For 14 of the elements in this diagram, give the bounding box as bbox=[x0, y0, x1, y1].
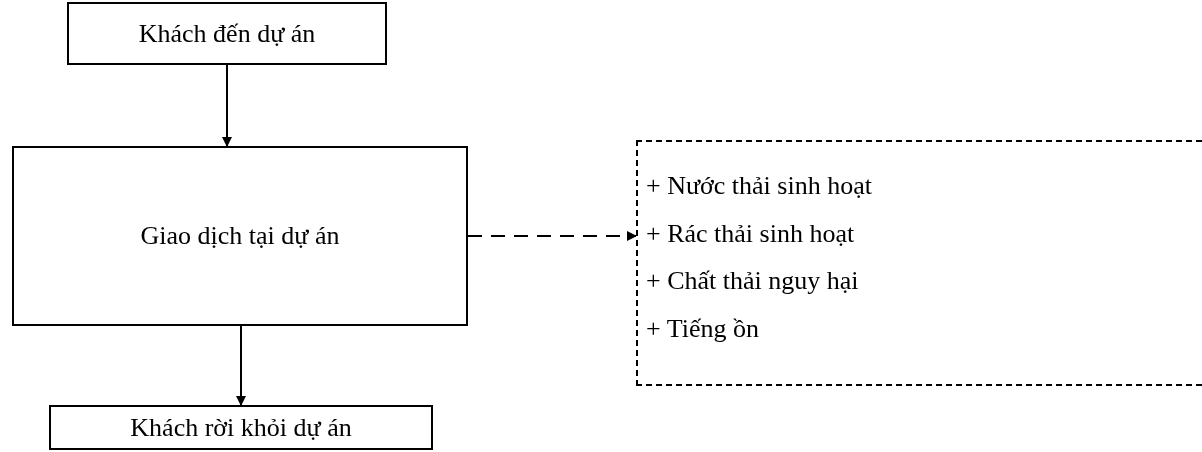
process-box bbox=[67, 2, 387, 65]
output-list-box bbox=[636, 140, 1202, 386]
process-box bbox=[49, 405, 433, 450]
box-label: Khách rời khỏi dự án bbox=[130, 412, 352, 443]
arrow bbox=[222, 64, 232, 147]
arrow bbox=[467, 231, 637, 241]
box-label: Giao dịch tại dự án bbox=[140, 221, 340, 251]
list-item: + Nước thải sinh hoạt bbox=[646, 170, 872, 202]
arrow bbox=[236, 325, 246, 406]
list-item: + Tiếng ồn bbox=[646, 312, 759, 345]
box-label: Khách đến dự án bbox=[138, 18, 316, 49]
list-item: + Rác thải sinh hoạt bbox=[646, 217, 855, 250]
list-item: + Chất thải nguy hại bbox=[646, 265, 859, 297]
process-box bbox=[12, 146, 468, 326]
